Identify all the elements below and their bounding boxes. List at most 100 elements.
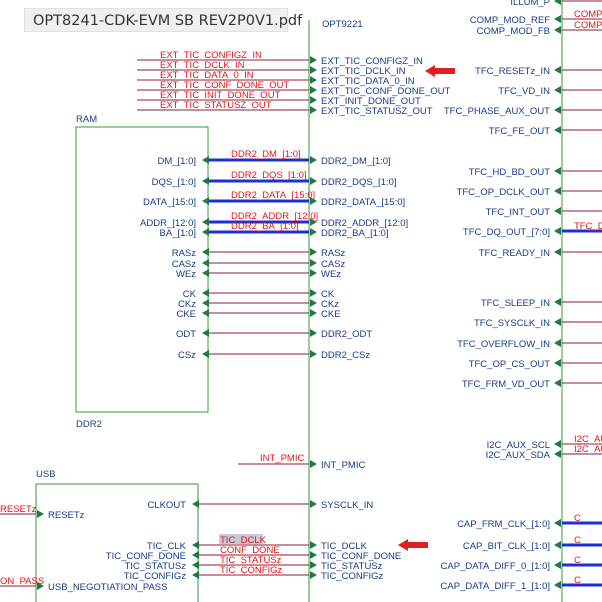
top-net-label: EXT_TIC_INIT_DONE_OUT [160,90,281,101]
usb-left-pin [37,510,44,518]
right-pin-label: TFC_SYSCLK_IN [474,318,550,329]
top-net-pin [310,96,317,104]
ram-right-pin [310,218,317,226]
ram-left-pin [202,177,209,185]
right-pin [554,207,561,215]
right-net-label: I2C_AU [574,434,602,445]
usb-pin-label: CLKOUT [147,500,186,511]
ram-right-pin [310,228,317,236]
right-pin [554,187,561,195]
right-pin [554,106,561,114]
top-net-label: EXT_TIC_DATA_0_IN [160,70,254,81]
ram-right-pin [310,259,317,267]
net-label-highlight [219,534,263,544]
usb-opt-pin [310,551,317,559]
ram-right-pin-label: DDR2_DATA_[15:0] [321,197,405,208]
right-pin-label: TFC_READY_IN [479,248,550,259]
ram-right-pin-label: DDR2_DM_[1:0] [321,156,391,167]
top-net-pin [310,56,317,64]
usb-right-pin [192,541,199,549]
usb-right-pin [192,500,199,508]
ram-left-pin [202,299,209,307]
ram-right-pin [310,248,317,256]
ram-left-pin [202,197,209,205]
usb-pin-label: TIC_CONF_DONE [106,551,186,562]
right-net-label: TFC_D [574,221,602,232]
usb-opt-pin [310,561,317,569]
ram-net-label: DDR2_BA_[1:0] [231,221,299,232]
right-pin [554,248,561,256]
right-pin [554,86,561,94]
right-pin-label: TFC_FRM_VD_OUT [462,379,550,390]
right-pin-label: TFC_OP_CS_OUT [469,359,550,370]
ram-left-pin [202,289,209,297]
usb-pin-label: TIC_STATUSz [125,561,187,572]
ram-left-pin-label: CKz [178,299,196,310]
usb-block-outline [35,483,199,602]
ram-right-pin-label: CKE [321,309,341,320]
ram-left-pin-label: DQS_[1:0] [152,177,196,188]
right-pin [554,15,561,23]
right-pin-label: CAP_BIT_CLK_[1:0] [463,541,550,552]
ram-left-pin [202,259,209,267]
usb-block-title: USB [36,469,56,480]
ram-right-pin [310,329,317,337]
right-pin-label: COMP_MOD_REF [470,15,550,26]
right-pin-label: COMP_MOD_FB [477,26,550,37]
opt9221-title: OPT9221 [322,19,363,30]
ram-right-pin [310,289,317,297]
ram-right-pin-label: DDR2_ADDR_[12:0] [321,218,408,229]
usb-net-label: TIC_CONFIGz [220,565,283,576]
usb-opt-pin-label: SYSCLK_IN [321,500,373,511]
right-pin-label: TFC_FE_OUT [489,126,550,137]
ram-right-pin-label: CKz [321,299,339,310]
ram-left-pin [202,218,209,226]
right-pin-label: TFC_PHASE_AUX_OUT [444,106,550,117]
right-pin [554,581,561,589]
right-pin-label: I2C_AUX_SCL [487,440,550,451]
ram-left-pin-label: CASz [172,259,197,270]
right-pin [554,379,561,387]
ram-left-pin [202,329,209,337]
right-pin-label: CAP_DATA_DIFF_1_[1:0] [441,581,550,592]
top-net-pin [310,106,317,114]
ram-block-outline [75,126,209,413]
usb-opt-pin-label: TIC_CONF_DONE [321,551,401,562]
ram-left-pin-label: BA_[1:0] [160,228,196,239]
right-net-label: C [574,555,581,566]
ram-right-pin-label: DDR2_ODT [321,329,372,340]
right-pin-label: TFC_INT_OUT [486,207,551,218]
pdf-filename-tab[interactable]: OPT8241-CDK-EVM SB REV2P0V1.pdf [24,8,302,32]
ram-left-pin [202,350,209,358]
usb-left-pin-label: USB_NEGOTIATION_PASS [48,582,167,593]
ram-right-pin [310,269,317,277]
usb-left-pin [37,582,44,590]
right-pin [554,26,561,34]
usb-right-pin [192,561,199,569]
ram-left-pin-label: WEz [176,269,196,280]
right-pin [554,339,561,347]
ram-right-pin-label: CK [321,289,335,300]
right-net-label: COMP_ [574,9,602,20]
ram-block-footer: DDR2 [76,419,102,430]
top-net-pin-label: EXT_TIC_DATA_0_IN [321,76,415,87]
int-pmic-net-label: INT_PMIC [260,453,304,464]
usb-opt-pin-label: TIC_CONFIGz [321,571,384,582]
usb-left-net-label: ON_PASS [0,576,44,587]
right-net-label: C [574,535,581,546]
top-net-pin [310,86,317,94]
usb-opt-pin [310,500,317,508]
right-net-label: I2C_AU [574,444,602,455]
right-pin [554,359,561,367]
ram-right-pin [310,197,317,205]
usb-net-label: TIC_STATUSz [220,555,282,566]
ram-left-pin-label: CKE [176,309,196,320]
usb-left-net-label: RESETz [0,504,37,515]
ram-left-pin [202,228,209,236]
ram-left-pin-label: RASz [172,248,197,259]
right-pin-label: TFC_OVERFLOW_IN [457,339,550,350]
top-net-pin-label: EXT_TIC_CONFIGZ_IN [321,56,423,67]
ram-net-label: DDR2_ADDR_[12:0] [231,211,318,222]
top-net-pin [310,76,317,84]
